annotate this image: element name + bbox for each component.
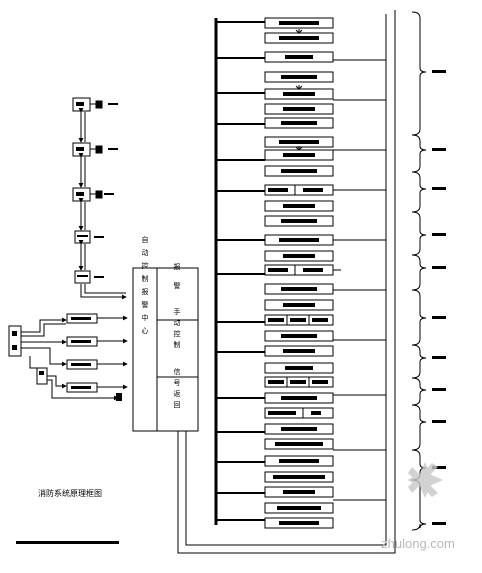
group-label-mark [432, 187, 446, 190]
group-label-mark [432, 316, 446, 319]
watermark-text: zhulong.com [381, 536, 455, 551]
device-label-mark [312, 380, 328, 384]
group-label-mark [432, 148, 446, 151]
module-icon [95, 190, 103, 199]
device-label-mark [303, 268, 323, 272]
device-label-mark [268, 188, 288, 192]
equipment-panel [8, 325, 22, 357]
equipment-group [8, 313, 128, 401]
device-label-mark [281, 121, 317, 125]
device-label-mark [283, 303, 315, 307]
brace [411, 134, 427, 173]
brace [411, 211, 427, 256]
device-label-mark [279, 521, 319, 525]
group-label-mark [432, 233, 446, 236]
diagram-title: 消防系统原理框图 [38, 488, 102, 498]
device-label-mark [290, 380, 306, 384]
device-label-mark [283, 92, 315, 96]
group-label-mark [432, 356, 446, 359]
down-arrow-icon [295, 85, 303, 90]
device-label-mark [281, 427, 317, 431]
device-label-mark [268, 380, 284, 384]
group-label-mark [432, 466, 446, 469]
device-label-mark [273, 475, 325, 479]
group-label-mark [432, 70, 446, 73]
signal-return-label: 信号返回 [173, 367, 181, 412]
device-label-mark [279, 238, 319, 242]
device-label-mark [279, 140, 319, 144]
device-label-mark [268, 318, 284, 322]
device-label-mark [281, 169, 317, 173]
group-label-mark [432, 266, 446, 269]
equipment-panel [36, 367, 48, 385]
alarm-section-label: 报警 [173, 262, 181, 301]
control-center-label: 自动控制报警中心 [141, 235, 149, 340]
module-icon [95, 100, 103, 109]
return-loop [177, 10, 396, 554]
group-label-mark [432, 522, 446, 525]
device-label-mark [283, 490, 315, 494]
device-label-mark [283, 204, 315, 208]
zhulong-logo-icon [407, 462, 443, 498]
device-label-mark [268, 411, 296, 415]
device-label-mark [281, 287, 317, 291]
brace [411, 344, 427, 379]
device-label-mark [281, 75, 317, 79]
device-label-mark [290, 318, 306, 322]
down-arrow-icon [295, 29, 303, 34]
device-label-mark [281, 396, 317, 400]
device-label-mark [283, 349, 315, 353]
device-label-mark [279, 21, 319, 25]
device-label-mark [312, 318, 328, 322]
group-label-mark [432, 388, 446, 391]
brace [411, 404, 427, 451]
module-icon [95, 145, 103, 154]
manual-control-label: 手动控制 [173, 307, 181, 352]
down-arrow-icon [295, 146, 303, 151]
control-panel [132, 267, 199, 432]
device-label-mark [283, 254, 315, 258]
device-label-mark [283, 107, 315, 111]
equipment-column [216, 17, 386, 529]
control-panel-frame [132, 267, 199, 432]
device-label-mark [268, 268, 288, 272]
group-label-mark [432, 420, 446, 423]
device-label-mark [279, 459, 319, 463]
device-label-mark [277, 506, 321, 510]
detector-chain [72, 97, 127, 300]
title-underline [16, 541, 119, 544]
device-label-mark [285, 55, 313, 59]
device-label-mark [281, 334, 317, 338]
device-label-mark [285, 366, 313, 370]
device-box [264, 407, 334, 419]
brace [411, 171, 427, 213]
device-label-mark [275, 442, 323, 446]
device-label-mark [303, 188, 323, 192]
device-label-mark [283, 153, 315, 157]
brace [411, 11, 427, 136]
brace [411, 377, 427, 406]
device-label-mark [281, 219, 317, 223]
group-braces [411, 11, 446, 531]
brace [411, 289, 427, 346]
device-label-mark [311, 411, 321, 415]
brace [411, 254, 427, 291]
device-label-mark [279, 36, 319, 40]
